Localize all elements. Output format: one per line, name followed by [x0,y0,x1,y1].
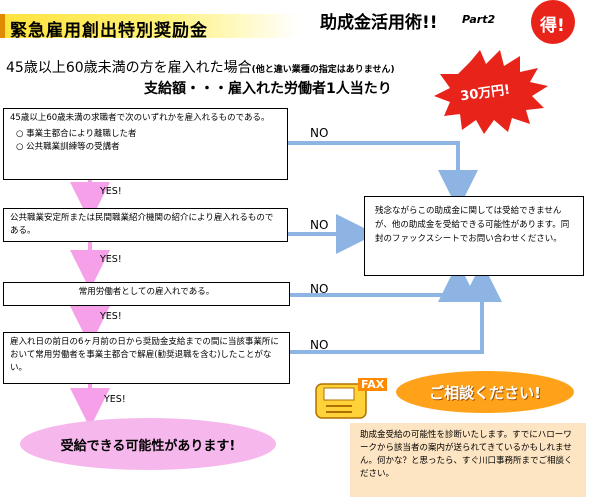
flow-step-1: 45歳以上60歳未満の求職者で次のいずれかを雇入れるものである。 ○ 事業主都合… [3,108,288,180]
fax-label: FAX [358,378,388,391]
no-arrow-3 [290,262,478,302]
brand-part-label: Part2 [462,13,496,26]
final-result-oval: 受給できる可能性があります! [20,418,276,470]
subtitle-condition-note: (他と違い業種の指定はありません) [251,65,395,75]
brand-title: 助成金活用術!! [320,13,438,33]
no-label-3: NO [310,282,329,296]
toku-label: 得! [540,16,565,36]
no-arrow-4 [290,262,502,354]
no-label-1: NO [310,126,329,140]
subtitle-amount: 支給額・・・雇入れた労働者1人当たり [144,81,392,97]
flow-step-2: 公共職業安定所または民間職業紹介機関の紹介により雇入れるものである。 [3,208,288,242]
no-label-4: NO [310,338,329,352]
step-1-intro: 45歳以上60歳未満の求職者で次のいずれかを雇入れるものである。 [10,113,270,123]
subtitle-condition-main: 45歳以上60歳未満の方を雇入れた場合 [6,60,252,76]
yes-label-3: YES! [100,311,122,322]
subtitle-condition: 45歳以上60歳未満の方を雇入れた場合(他と違い業種の指定はありません) [6,57,395,77]
step-1-option-1: ○ 事業主都合により離職した者 [16,129,137,139]
toku-badge [531,0,575,44]
yes-label-1: YES! [100,186,122,197]
consult-bubble: ご相談ください! [396,371,574,413]
yes-label-4: YES! [104,394,126,405]
no-label-2: NO [310,218,329,232]
page-title: 緊急雇用創出特別奨励金 [10,21,208,41]
starburst-badge [434,50,548,134]
title-band [0,14,300,38]
not-eligible-box: 残念ながらこの助成金に関しては受給できませんが、他の助成金を受給できる可能性があ… [364,196,584,276]
no-arrow-1 [288,141,478,210]
yes-label-2: YES! [100,254,122,265]
fax-icon [315,383,367,419]
consult-box: 助成金受給の可能性を診断いたします。すでにハローワークから該当者の案内が送られて… [350,423,586,497]
flow-step-4: 雇入れ日の前日の6ヶ月前の日から奨励金支給までの間に当該事業所において常用労働者… [3,332,290,384]
step-1-option-2: ○ 公共職業訓練等の受講者 [16,142,120,152]
flow-step-3: 常用労働者としての雇入れである。 [3,282,290,306]
